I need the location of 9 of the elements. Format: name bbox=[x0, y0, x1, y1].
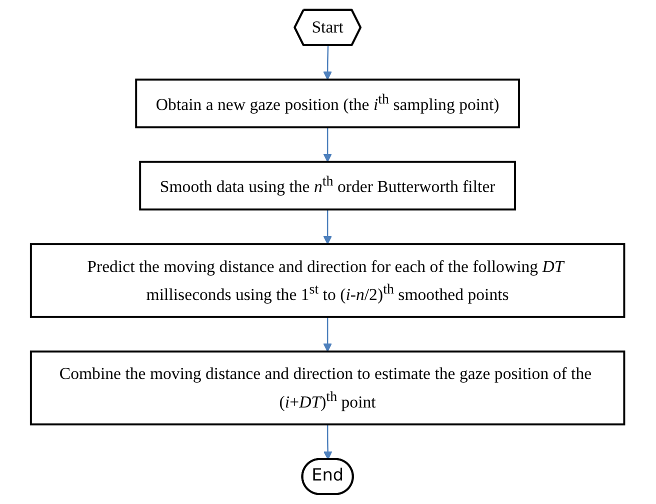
node-box: Smooth data using the n$^{th}$ order Butterworth filter bbox=[140, 160, 516, 210]
node-box: Predict the moving distance and direction for each of the following DT milliseconds using the 1$^{st}$ to (i-n/2)$^{th}$ smoothed points bbox=[30, 243, 626, 318]
arrow bbox=[324, 46, 332, 80]
node-box: Obtain a new gaze position (the i$^{th}$ sampling point) bbox=[136, 78, 520, 128]
arrow bbox=[324, 127, 332, 162]
arrow bbox=[324, 424, 333, 460]
node-box: Combine the moving distance and direction to estimate the gaze position of the (i+DT)$^{th}$ point bbox=[30, 350, 626, 426]
arrow bbox=[324, 316, 332, 352]
arrow bbox=[324, 209, 332, 244]
